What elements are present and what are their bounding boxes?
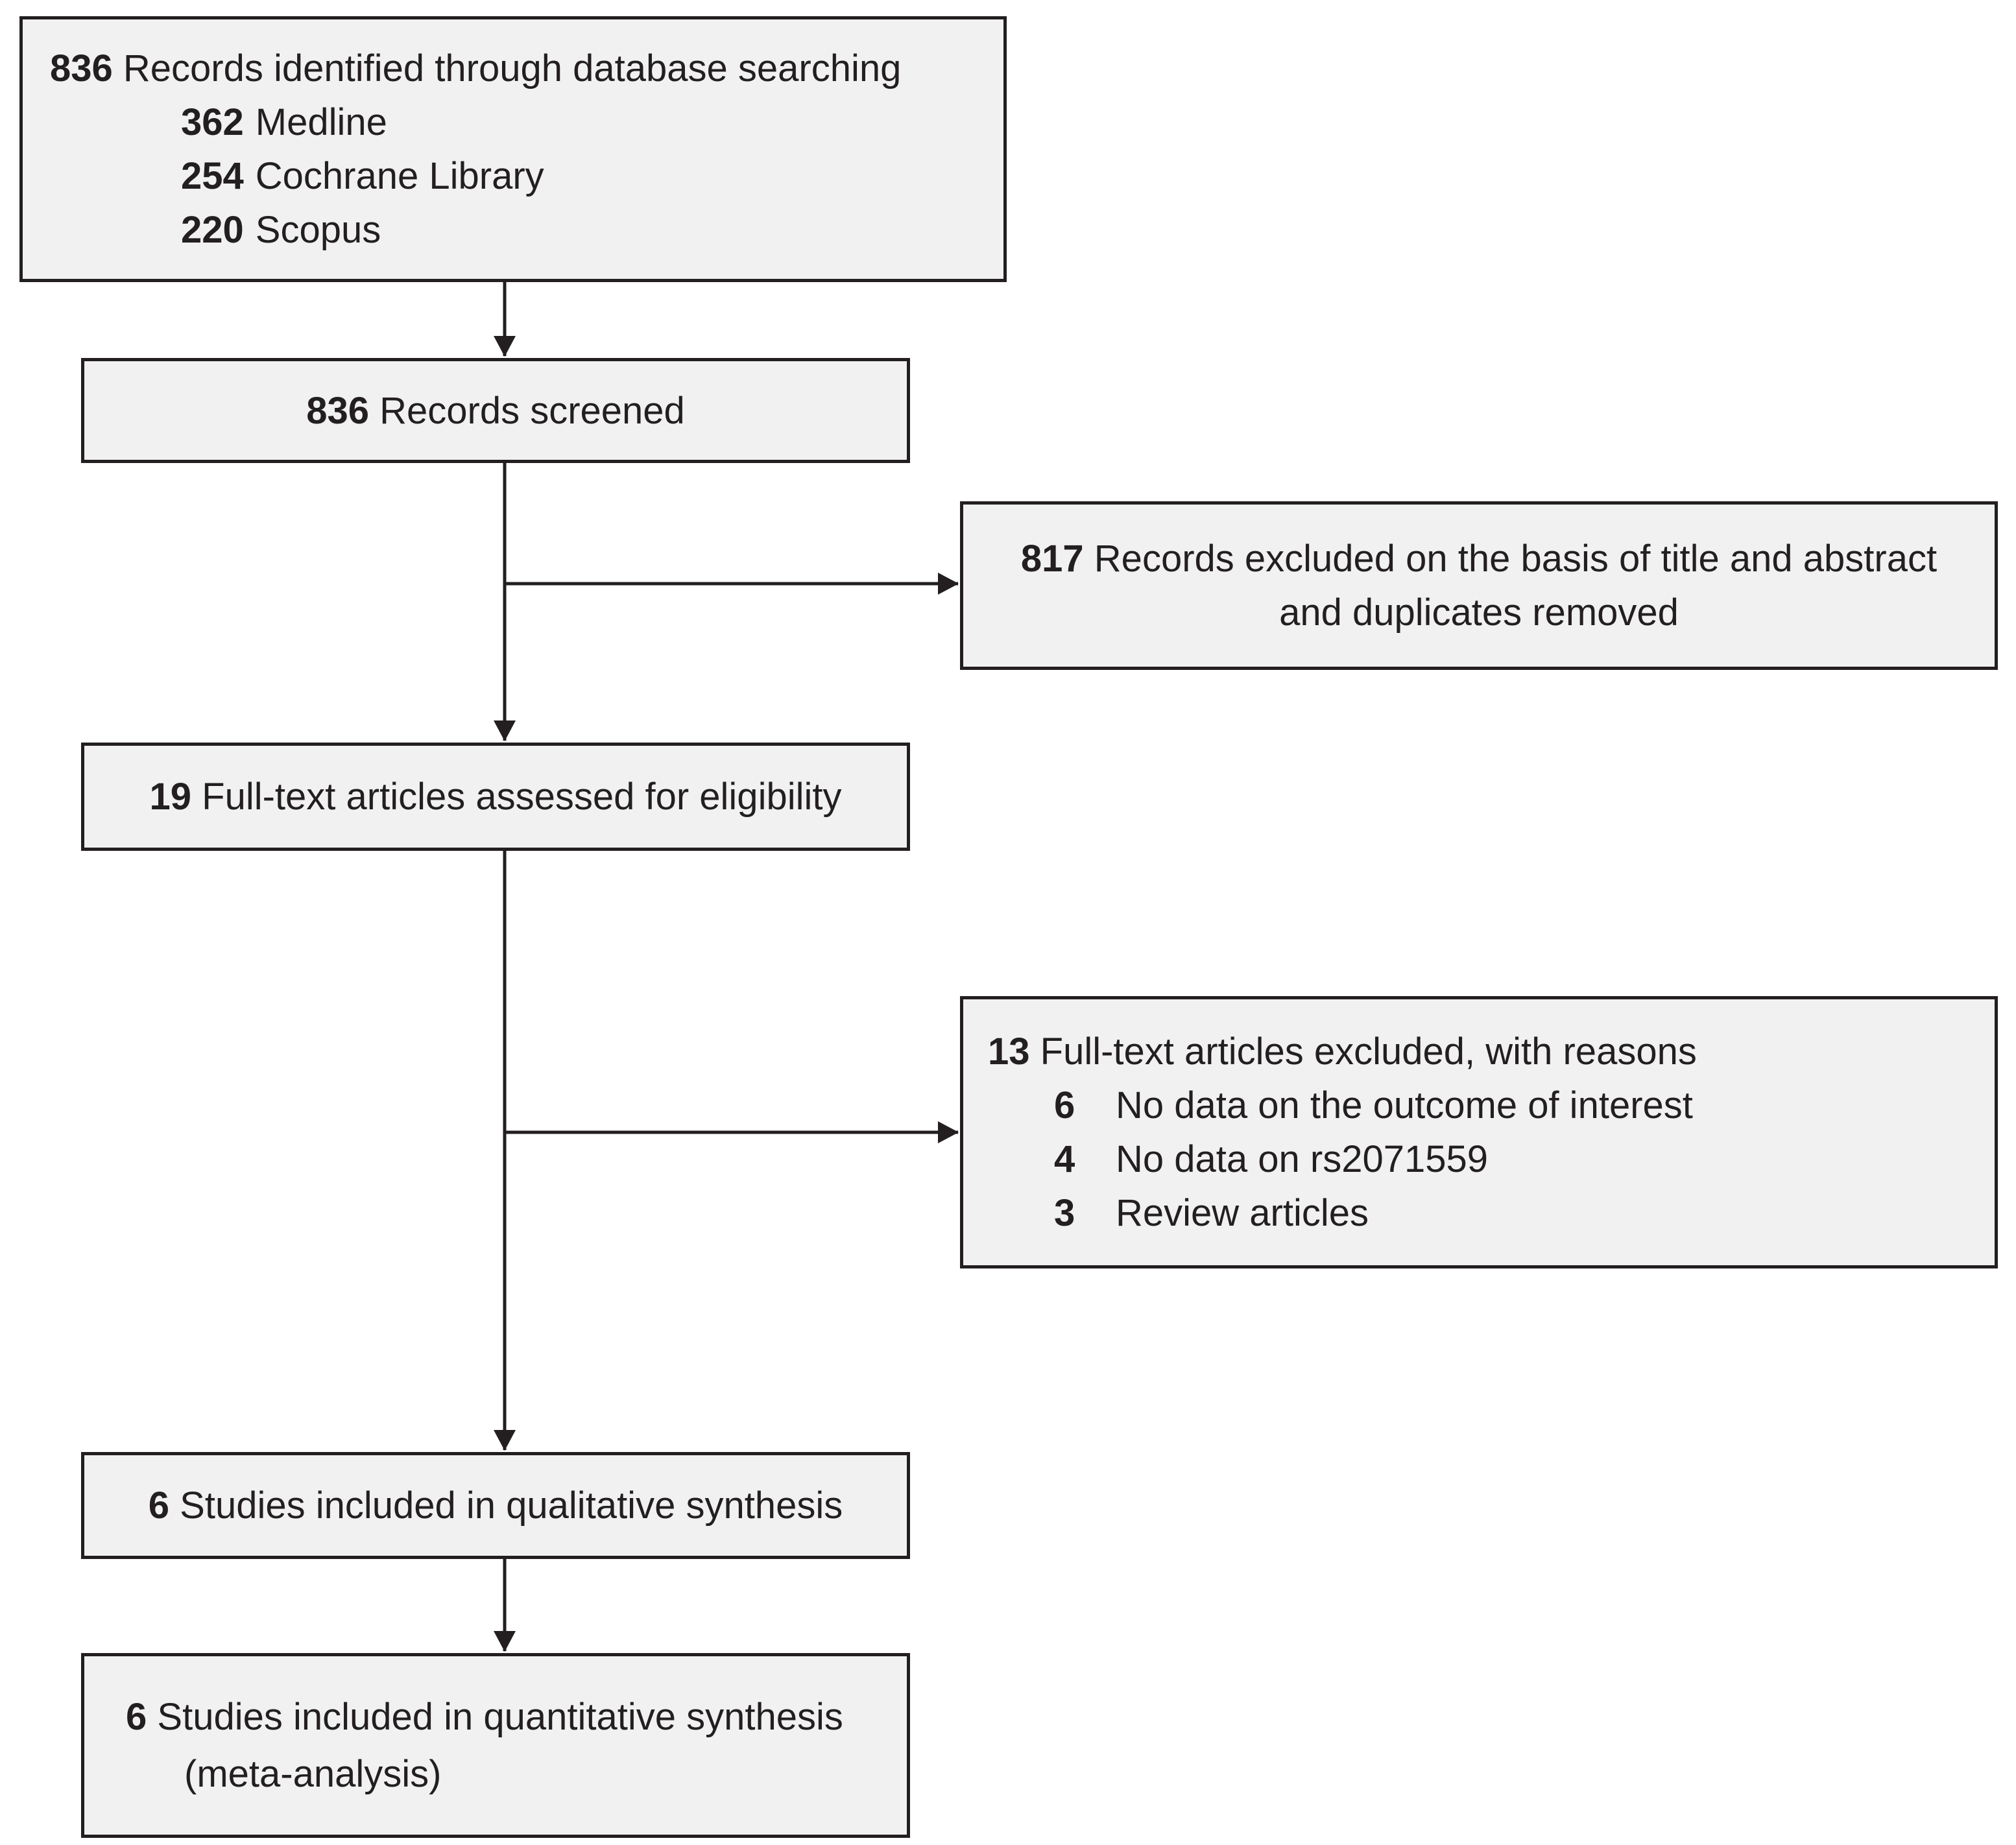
records-identified-count: 836 bbox=[50, 47, 113, 89]
records-excluded-text-line2: and duplicates removed bbox=[1279, 591, 1679, 634]
fulltext-excluded-text: 13 Full-text articles excluded, with rea… bbox=[988, 1030, 1697, 1073]
box-fulltext-assessed: 19 Full-text articles assessed for eligi… bbox=[81, 743, 910, 851]
fulltext-excluded-count: 13 bbox=[988, 1030, 1030, 1073]
box-records-excluded: 817 Records excluded on the basis of tit… bbox=[960, 501, 1998, 670]
qualitative-synthesis-count: 6 bbox=[148, 1484, 170, 1527]
fulltext-assessed-text: 19 Full-text articles assessed for eligi… bbox=[149, 776, 842, 818]
fulltext-assessed-count: 19 bbox=[149, 776, 192, 818]
quantitative-synthesis-text-line1: 6 Studies included in quantitative synth… bbox=[126, 1695, 843, 1738]
quantitative-synthesis-count: 6 bbox=[126, 1695, 147, 1738]
records-identified-text: 836 Records identified through database … bbox=[50, 47, 902, 89]
records-screened-text: 836 Records screened bbox=[306, 389, 685, 432]
box-records-identified: 836 Records identified through database … bbox=[19, 16, 1007, 282]
records-screened-count: 836 bbox=[306, 389, 369, 432]
box-fulltext-excluded: 13 Full-text articles excluded, with rea… bbox=[960, 996, 1998, 1268]
box-records-screened: 836 Records screened bbox=[81, 358, 910, 463]
records-excluded-count: 817 bbox=[1020, 538, 1084, 580]
box-quantitative-synthesis: 6 Studies included in quantitative synth… bbox=[81, 1653, 910, 1838]
quantitative-synthesis-text-line2: (meta-analysis) bbox=[184, 1752, 442, 1795]
records-excluded-text-line1: 817 Records excluded on the basis of tit… bbox=[1020, 538, 1938, 580]
box-qualitative-synthesis: 6 Studies included in qualitative synthe… bbox=[81, 1452, 910, 1559]
qualitative-synthesis-text: 6 Studies included in qualitative synthe… bbox=[148, 1484, 843, 1527]
